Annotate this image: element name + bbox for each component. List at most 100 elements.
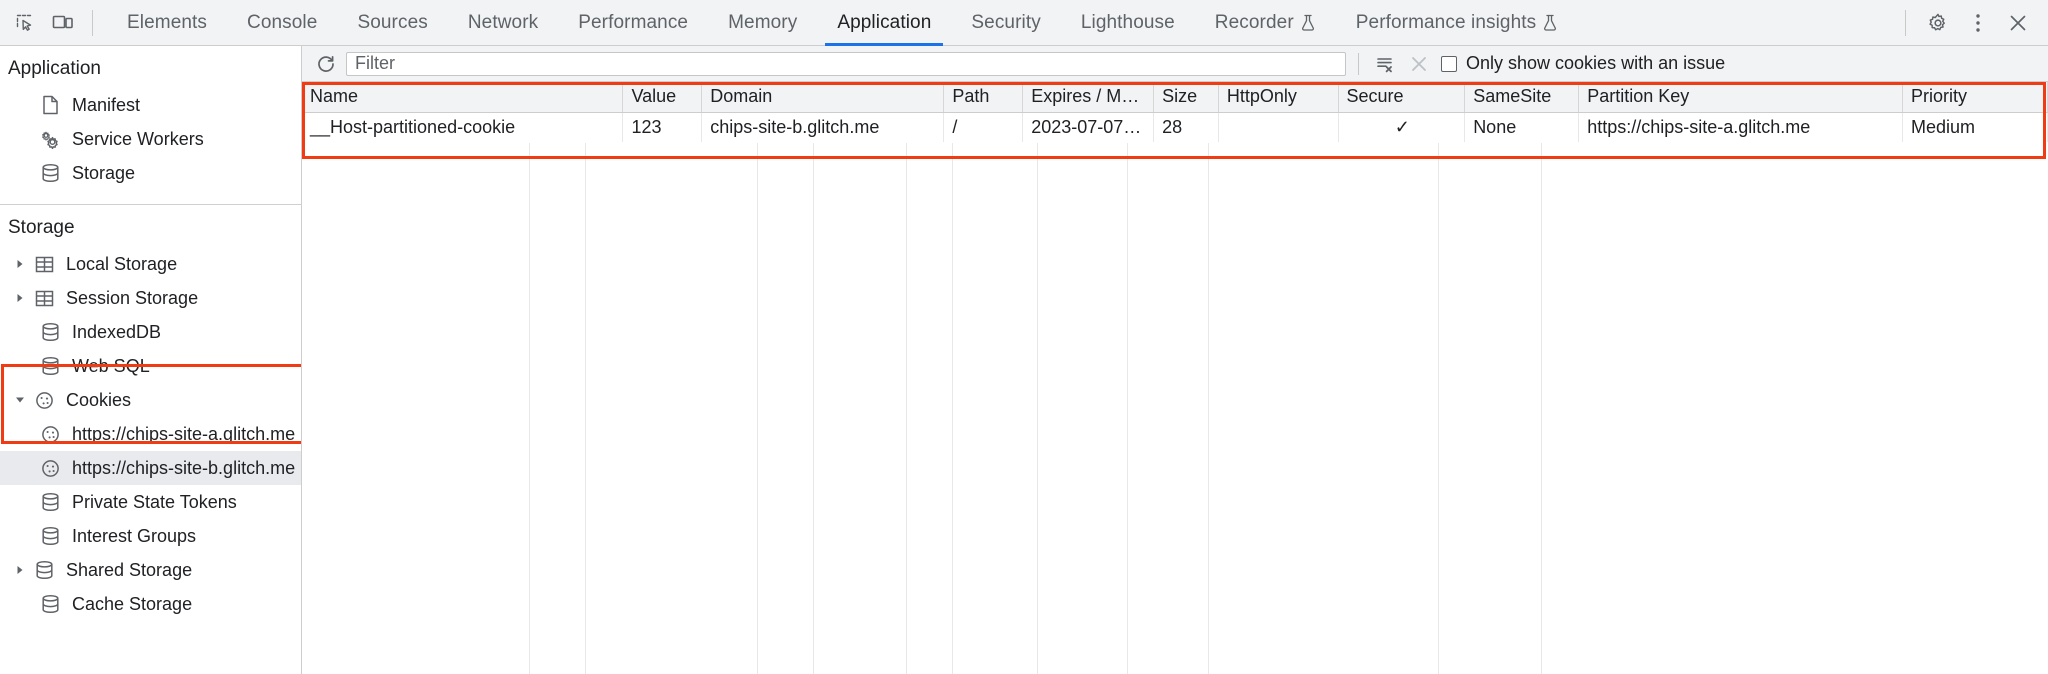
- tab-application[interactable]: Application: [817, 0, 951, 46]
- cookie-icon: [30, 391, 58, 410]
- sidebar-item-manifest[interactable]: Manifest: [0, 88, 301, 122]
- chevron-right-icon[interactable]: [10, 293, 30, 303]
- sidebar-item-cookies-site-b[interactable]: https://chips-site-b.glitch.me: [0, 451, 301, 485]
- tab-memory[interactable]: Memory: [708, 0, 817, 46]
- cell-path[interactable]: /: [943, 112, 1024, 142]
- sidebar-item-storage[interactable]: Storage: [0, 156, 301, 190]
- sidebar-item-label: Session Storage: [66, 287, 199, 308]
- gears-icon: [36, 129, 64, 149]
- sidebar-item-service-workers[interactable]: Service Workers: [0, 122, 301, 156]
- tab-console[interactable]: Console: [227, 0, 337, 46]
- sidebar-item-label: IndexedDB: [72, 321, 162, 342]
- chevron-down-icon[interactable]: [10, 395, 30, 405]
- tab-label: Network: [467, 11, 539, 33]
- tab-label: Elements: [127, 11, 208, 33]
- sidebar-item-session-storage[interactable]: Session Storage: [0, 281, 301, 315]
- column-header-expires[interactable]: Expires / M…: [1022, 82, 1155, 113]
- gear-icon[interactable]: [1918, 4, 1958, 42]
- device-toolbar-icon[interactable]: [44, 4, 82, 42]
- cell-httponly[interactable]: [1218, 112, 1339, 142]
- tab-security[interactable]: Security: [951, 0, 1060, 46]
- sidebar-section-application: Application Manifest: [0, 46, 301, 198]
- tab-sources[interactable]: Sources: [337, 0, 447, 46]
- column-header-value[interactable]: Value: [622, 82, 703, 113]
- sidebar-item-label: https://chips-site-a.glitch.me: [72, 423, 296, 444]
- sidebar-item-local-storage[interactable]: Local Storage: [0, 247, 301, 281]
- filter-input[interactable]: [346, 51, 1346, 76]
- sidebar-item-cache-storage[interactable]: Cache Storage: [0, 587, 301, 621]
- empty-column-grid: [302, 143, 2048, 674]
- clear-all-cookies-icon[interactable]: [1405, 50, 1433, 78]
- sidebar-item-indexeddb[interactable]: IndexedDB: [0, 315, 301, 349]
- inspect-element-icon[interactable]: [6, 4, 44, 42]
- tab-label: Lighthouse: [1080, 11, 1175, 33]
- tab-performance[interactable]: Performance: [558, 0, 708, 46]
- document-icon: [36, 95, 64, 115]
- chevron-right-icon[interactable]: [10, 565, 30, 575]
- cookie-icon: [36, 459, 64, 478]
- sidebar-item-label: Shared Storage: [66, 559, 193, 580]
- sidebar-item-label: Web SQL: [72, 355, 150, 376]
- sidebar-item-label: Service Workers: [72, 128, 204, 149]
- close-icon[interactable]: [1998, 4, 2038, 42]
- clear-filtered-cookies-icon[interactable]: [1371, 50, 1399, 78]
- devtools-toolbar: Elements Console Sources Network Perform…: [0, 0, 2048, 46]
- column-header-partition-key[interactable]: Partition Key: [1578, 82, 1903, 113]
- only-show-issues-checkbox[interactable]: Only show cookies with an issue: [1441, 53, 1725, 74]
- column-header-secure[interactable]: Secure: [1338, 82, 1466, 113]
- column-header-httponly[interactable]: HttpOnly: [1218, 82, 1339, 113]
- cell-domain[interactable]: chips-site-b.glitch.me: [701, 112, 945, 142]
- tab-performance-insights[interactable]: Performance insights: [1336, 0, 1578, 46]
- sidebar-item-label: Storage: [72, 162, 136, 183]
- sidebar-item-cookies-site-a[interactable]: https://chips-site-a.glitch.me: [0, 417, 301, 451]
- column-header-path[interactable]: Path: [943, 82, 1024, 113]
- sidebar-item-label: Cookies: [66, 389, 132, 410]
- column-header-size[interactable]: Size: [1153, 82, 1219, 113]
- sidebar-item-web-sql[interactable]: Web SQL: [0, 349, 301, 383]
- database-icon: [30, 560, 58, 580]
- table-icon: [30, 289, 58, 308]
- column-header-domain[interactable]: Domain: [701, 82, 945, 113]
- tab-label: Application: [837, 11, 932, 33]
- checkbox-box[interactable]: [1441, 55, 1457, 72]
- sidebar-item-interest-groups[interactable]: Interest Groups: [0, 519, 301, 553]
- sidebar-section-title: Storage: [8, 217, 75, 238]
- database-icon: [36, 492, 64, 512]
- tab-lighthouse[interactable]: Lighthouse: [1061, 0, 1195, 46]
- cookies-panel: Only show cookies with an issue Name Val…: [302, 46, 2048, 674]
- toolbar-right-actions: [1899, 4, 2038, 42]
- tab-label: Performance insights: [1355, 11, 1537, 33]
- column-header-priority[interactable]: Priority: [1902, 82, 2048, 113]
- sidebar-item-label: Manifest: [72, 94, 141, 115]
- table-icon: [30, 255, 58, 274]
- cell-samesite[interactable]: None: [1464, 112, 1580, 142]
- cell-partition-key[interactable]: https://chips-site-a.glitch.me: [1578, 112, 1903, 142]
- sidebar-item-cookies[interactable]: Cookies: [0, 383, 301, 417]
- cell-name[interactable]: __Host-partitioned-cookie: [302, 112, 624, 142]
- database-icon: [36, 594, 64, 614]
- only-show-issues-label: Only show cookies with an issue: [1466, 53, 1726, 73]
- sidebar-divider: [0, 204, 301, 205]
- tab-elements[interactable]: Elements: [107, 0, 227, 46]
- chevron-right-icon[interactable]: [10, 259, 30, 269]
- sidebar-item-label: Private State Tokens: [72, 491, 237, 512]
- cookies-filter-bar: Only show cookies with an issue: [302, 46, 2048, 82]
- tab-network[interactable]: Network: [448, 0, 558, 46]
- sidebar-item-label: Local Storage: [66, 253, 178, 274]
- cell-expires[interactable]: 2023-07-07…: [1022, 112, 1155, 142]
- tab-recorder[interactable]: Recorder: [1195, 0, 1336, 46]
- column-header-samesite[interactable]: SameSite: [1464, 82, 1580, 113]
- table-row[interactable]: __Host-partitioned-cookie 123 chips-site…: [302, 112, 2048, 142]
- cell-priority[interactable]: Medium: [1902, 112, 2048, 142]
- refresh-icon[interactable]: [312, 50, 340, 78]
- column-header-name[interactable]: Name: [302, 82, 624, 113]
- cell-size[interactable]: 28: [1153, 112, 1219, 142]
- database-icon: [36, 526, 64, 546]
- cell-secure[interactable]: ✓: [1338, 112, 1466, 142]
- more-vertical-icon[interactable]: [1958, 4, 1998, 42]
- toolbar-divider: [1905, 9, 1906, 36]
- sidebar-item-private-state-tokens[interactable]: Private State Tokens: [0, 485, 301, 519]
- sidebar-item-shared-storage[interactable]: Shared Storage: [0, 553, 301, 587]
- cell-value[interactable]: 123: [622, 112, 703, 142]
- panel-tabs: Elements Console Sources Network Perform…: [107, 0, 1899, 46]
